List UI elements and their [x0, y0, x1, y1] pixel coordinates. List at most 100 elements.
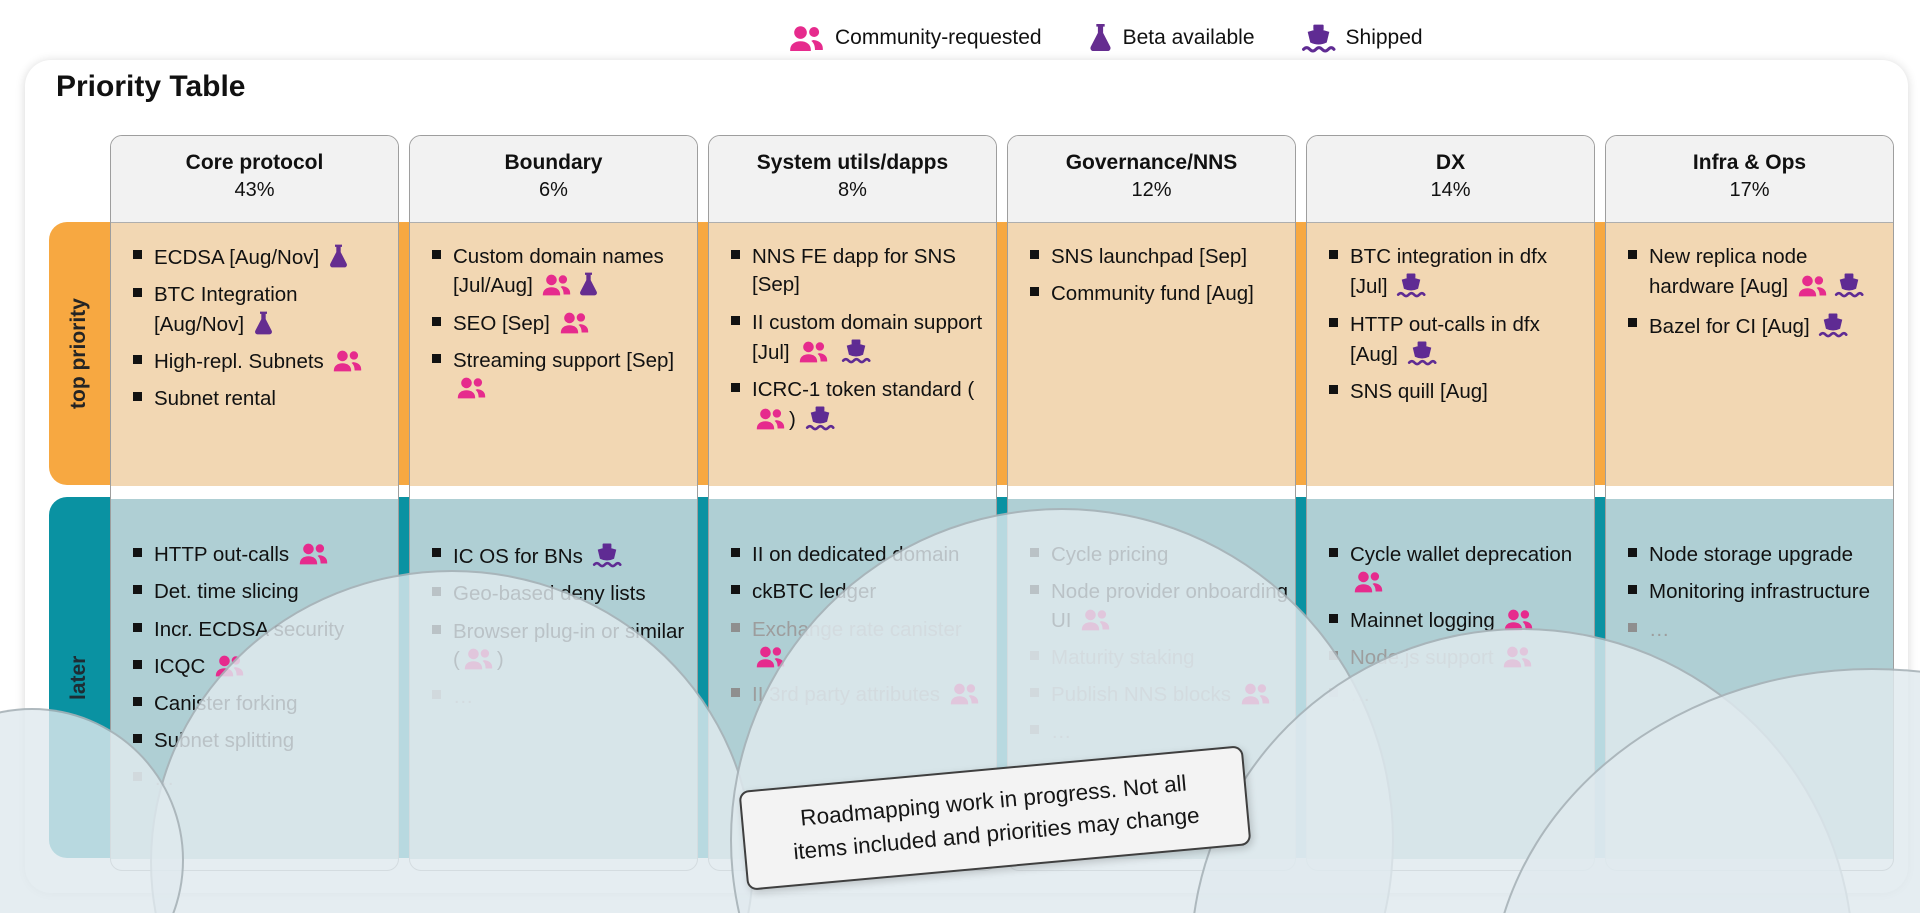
item-bullet — [731, 315, 740, 325]
community-icon — [541, 272, 572, 297]
column-header: Boundary 6% — [410, 136, 697, 223]
roadmap-item: … — [1628, 616, 1887, 644]
roadmap-item: ECDSA [Aug/Nov] — [133, 243, 392, 272]
item-text: Bazel for CI [Aug] — [1649, 315, 1851, 338]
column-percent: 17% — [1729, 179, 1770, 201]
item-bullet — [1628, 585, 1637, 595]
shipped-icon — [1407, 339, 1437, 366]
roadmap-item: NNS FE dapp for SNS [Sep] — [731, 243, 990, 300]
column-title: System utils/dapps — [756, 151, 949, 174]
column-percent: 6% — [539, 179, 568, 201]
item-text: NNS FE dapp for SNS [Sep] — [752, 245, 956, 297]
community-icon — [1353, 569, 1384, 594]
shipped-icon — [1818, 311, 1848, 338]
item-text: ECDSA [Aug/Nov] — [154, 246, 352, 269]
roadmap-item: SNS quill [Aug] — [1329, 378, 1588, 406]
roadmap-item: Mainnet logging — [1329, 607, 1588, 635]
item-bullet — [1329, 385, 1338, 395]
item-text: Node storage upgrade — [1649, 543, 1854, 566]
roadmap-item: Det. time slicing — [133, 578, 392, 606]
column-header: DX 14% — [1307, 136, 1594, 223]
community-icon — [755, 406, 786, 431]
cell-gap — [709, 486, 996, 499]
item-bullet — [1628, 548, 1637, 557]
item-bullet — [432, 316, 441, 326]
community-icon — [298, 541, 329, 566]
item-text: Cycle wallet deprecation — [1350, 543, 1572, 594]
column-title: Boundary — [504, 151, 603, 174]
beta-icon — [1088, 22, 1113, 53]
column-core-protocol: Core protocol 43% ECDSA [Aug/Nov] BTC In… — [110, 135, 399, 871]
item-bullet — [133, 354, 142, 364]
legend-item: Community-requested — [788, 23, 1042, 53]
item-text: Det. time slicing — [154, 580, 299, 604]
item-text: HTTP out-calls in dfx [Aug] — [1350, 312, 1540, 366]
column-percent: 8% — [838, 179, 867, 201]
item-text: Community fund [Aug] — [1051, 282, 1254, 306]
beta-icon — [328, 243, 349, 269]
shipped-icon — [1396, 271, 1426, 298]
community-icon — [788, 23, 825, 53]
roadmap-item: ICQC — [133, 653, 392, 681]
community-icon — [559, 310, 590, 335]
item-bullet — [1329, 317, 1338, 327]
roadmap-item: HTTP out-calls — [133, 541, 392, 569]
item-text: SEO [Sep] — [453, 312, 593, 335]
item-text: Mainnet logging — [1350, 609, 1537, 632]
item-text: BTC integration in dfx [Jul] — [1350, 245, 1548, 299]
item-text: II custom domain support [Jul] — [752, 310, 983, 364]
roadmap-item: Custom domain names [Jul/Aug] — [432, 243, 691, 301]
item-bullet — [432, 250, 441, 259]
column-title: DX — [1435, 151, 1466, 174]
item-text: ICQC — [154, 655, 248, 678]
row-label-top-priority: top priority — [67, 298, 90, 409]
cell-gap — [1307, 486, 1594, 499]
column-header: Governance/NNS 12% — [1008, 136, 1295, 223]
item-bullet — [432, 548, 441, 557]
item-bullet — [731, 688, 740, 698]
item-text: Monitoring infrastructure — [1649, 580, 1871, 604]
roadmap-item: BTC Integration [Aug/Nov] — [133, 281, 392, 339]
item-bullet — [1628, 622, 1637, 632]
item-text: SNS quill [Aug] — [1350, 380, 1488, 404]
item-text: BTC Integration [Aug/Nov] — [154, 283, 298, 336]
community-icon — [332, 348, 363, 373]
shipped-icon — [592, 541, 622, 568]
item-bullet — [1628, 317, 1637, 327]
beta-icon — [578, 271, 599, 297]
shipped-icon — [1834, 271, 1864, 298]
roadmap-item: Node storage upgrade — [1628, 541, 1887, 569]
column-header: Core protocol 43% — [111, 136, 398, 223]
item-bullet — [1030, 250, 1039, 259]
roadmap-item: Monitoring infrastructure — [1628, 578, 1887, 606]
roadmap-item: Streaming support [Sep] — [432, 347, 691, 404]
item-bullet — [1030, 287, 1039, 297]
item-text: ICRC-1 token standard () — [752, 378, 975, 432]
column-title: Infra & Ops — [1692, 151, 1807, 174]
beta-icon — [253, 310, 274, 336]
roadmap-item: BTC integration in dfx [Jul] — [1329, 243, 1588, 302]
cell-gap — [1606, 486, 1893, 499]
item-bullet — [731, 622, 740, 632]
item-bullet — [1329, 548, 1338, 557]
item-bullet — [1329, 613, 1338, 623]
item-text: … — [1649, 617, 1670, 641]
item-bullet — [731, 585, 740, 595]
legend-label: Community-requested — [835, 25, 1042, 49]
column-header: System utils/dapps 8% — [709, 136, 996, 223]
roadmap-item: II custom domain support [Jul] — [731, 309, 990, 368]
column-percent: 12% — [1131, 179, 1172, 201]
item-bullet — [731, 383, 740, 393]
legend-item: Beta available — [1088, 22, 1255, 53]
item-bullet — [133, 697, 142, 707]
roadmap-item: Community fund [Aug] — [1030, 280, 1289, 308]
roadmap-item: Cycle wallet deprecation — [1329, 541, 1588, 598]
shipped-icon — [805, 404, 835, 431]
roadmap-item: New replica node hardware [Aug] — [1628, 243, 1887, 302]
shipped-icon — [841, 337, 871, 364]
top-priority-cell: ECDSA [Aug/Nov] BTC Integration [Aug/Nov… — [111, 223, 398, 486]
item-bullet — [133, 734, 142, 744]
cell-gap — [111, 486, 398, 499]
